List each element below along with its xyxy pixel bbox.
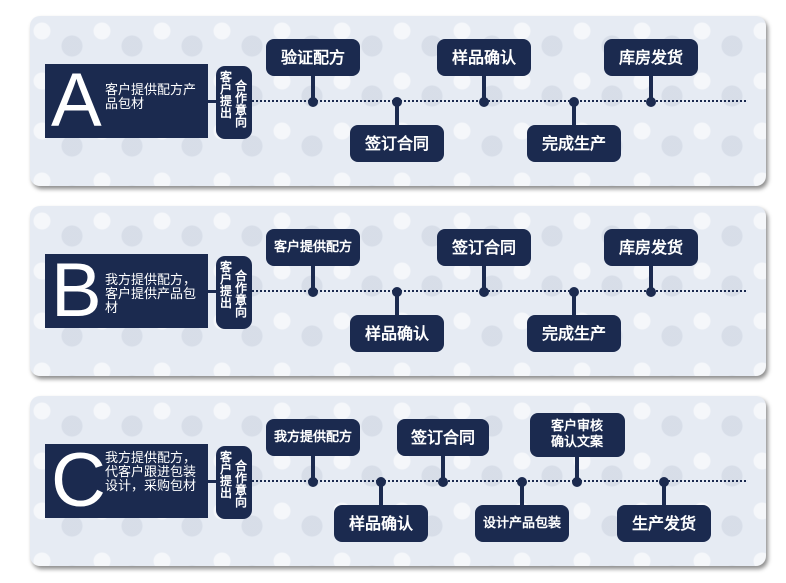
step-bubble: 样品确认 — [437, 39, 531, 76]
timeline-dot — [569, 287, 579, 297]
plan-description: 我方提供配方，代客户跟进包装设计，采购包材 — [105, 451, 197, 494]
timeline-dot — [376, 477, 386, 487]
step-bubble: 签订合同 — [397, 419, 489, 456]
timeline — [252, 100, 746, 102]
timeline-dot — [646, 287, 656, 297]
timeline-dot — [569, 97, 579, 107]
connector — [208, 290, 216, 293]
connector — [208, 100, 216, 103]
timeline-dot — [392, 97, 402, 107]
step-label: 样品确认 — [348, 513, 413, 533]
step-label: 签订合同 — [451, 237, 516, 257]
timeline-dot — [308, 97, 318, 107]
pointer — [311, 76, 315, 101]
pointer — [649, 76, 653, 101]
pointer — [572, 101, 576, 125]
plan-description: 客户提供配方产品包材 — [105, 83, 197, 112]
plan-letter: B — [51, 248, 102, 333]
step-bubble: 客户审核确认文案 — [529, 413, 625, 457]
pill-text-right: 合作意向 — [235, 459, 248, 509]
connector — [208, 480, 216, 483]
pill-text-left: 客户提出 — [220, 260, 233, 310]
pointer — [441, 456, 445, 481]
pointer — [311, 456, 315, 481]
step-bubble: 样品确认 — [350, 315, 444, 352]
step-bubble: 完成生产 — [527, 315, 621, 352]
step-label: 签订合同 — [364, 133, 429, 153]
pointer — [572, 291, 576, 315]
timeline-dot — [308, 287, 318, 297]
step-bubble: 样品确认 — [334, 505, 428, 542]
step-bubble: 客户提供配方 — [266, 229, 360, 266]
timeline-dot — [572, 477, 582, 487]
timeline — [252, 480, 746, 482]
step-bubble: 签订合同 — [437, 229, 531, 266]
plan-letter: C — [51, 438, 106, 523]
step-bubble: 设计产品包装 — [475, 505, 569, 542]
pointer — [575, 457, 579, 481]
step-label: 完成生产 — [541, 133, 606, 153]
pill-text-left: 客户提出 — [220, 70, 233, 120]
step-bubble: 完成生产 — [527, 125, 621, 162]
timeline-dot — [659, 477, 669, 487]
pill-text-right: 合作意向 — [235, 269, 248, 319]
timeline-dot — [308, 477, 318, 487]
pointer — [395, 291, 399, 315]
plan-letter: A — [51, 58, 102, 143]
plan-label: A 客户提供配方产品包材 — [45, 58, 208, 143]
timeline-dot — [479, 97, 489, 107]
pointer — [662, 481, 666, 505]
step-label: 签订合同 — [410, 427, 475, 447]
step-bubble: 生产发货 — [617, 505, 711, 542]
timeline-dot — [479, 287, 489, 297]
plan-description: 我方提供配方，客户提供产品包材 — [105, 273, 197, 316]
timeline-dot — [438, 477, 448, 487]
step-label: 完成生产 — [541, 323, 606, 343]
pill-text-right: 合作意向 — [235, 79, 248, 129]
pointer — [520, 481, 524, 505]
cooperation-pill: 客户提出 合作意向 — [216, 66, 252, 139]
pointer — [311, 266, 315, 291]
step-label: 库房发货 — [618, 237, 683, 257]
step-label: 样品确认 — [364, 323, 429, 343]
step-label: 验证配方 — [280, 47, 345, 67]
step-label: 样品确认 — [451, 47, 516, 67]
timeline-dot — [517, 477, 527, 487]
step-label: 设计产品包装 — [482, 515, 561, 531]
pointer — [482, 76, 486, 101]
timeline-dot — [392, 287, 402, 297]
step-bubble: 我方提供配方 — [266, 419, 360, 456]
plan-panel-b: B 我方提供配方，客户提供产品包材 客户提出 合作意向 客户提供配方 样品确认 … — [30, 206, 766, 376]
pointer — [649, 266, 653, 291]
step-label: 库房发货 — [618, 47, 683, 67]
pointer — [482, 266, 486, 291]
step-bubble: 库房发货 — [604, 229, 698, 266]
cooperation-pill: 客户提出 合作意向 — [216, 256, 252, 329]
step-label: 客户提供配方 — [273, 239, 352, 255]
timeline — [252, 290, 746, 292]
plan-panel-c: C 我方提供配方，代客户跟进包装设计，采购包材 客户提出 合作意向 我方提供配方… — [30, 396, 766, 566]
pill-text-left: 客户提出 — [220, 450, 233, 500]
step-label: 我方提供配方 — [273, 429, 352, 445]
pointer — [395, 101, 399, 125]
step-bubble: 验证配方 — [266, 39, 360, 76]
step-bubble: 库房发货 — [604, 39, 698, 76]
timeline-dot — [646, 97, 656, 107]
step-label: 客户审核确认文案 — [550, 419, 603, 450]
step-bubble: 签订合同 — [350, 125, 444, 162]
plan-label: C 我方提供配方，代客户跟进包装设计，采购包材 — [45, 438, 208, 523]
plan-panel-a: A 客户提供配方产品包材 客户提出 合作意向 验证配方 签订合同 样品确认 完成… — [30, 16, 766, 186]
pointer — [379, 481, 383, 505]
cooperation-pill: 客户提出 合作意向 — [216, 446, 252, 519]
step-label: 生产发货 — [631, 513, 696, 533]
plan-label: B 我方提供配方，客户提供产品包材 — [45, 248, 208, 333]
